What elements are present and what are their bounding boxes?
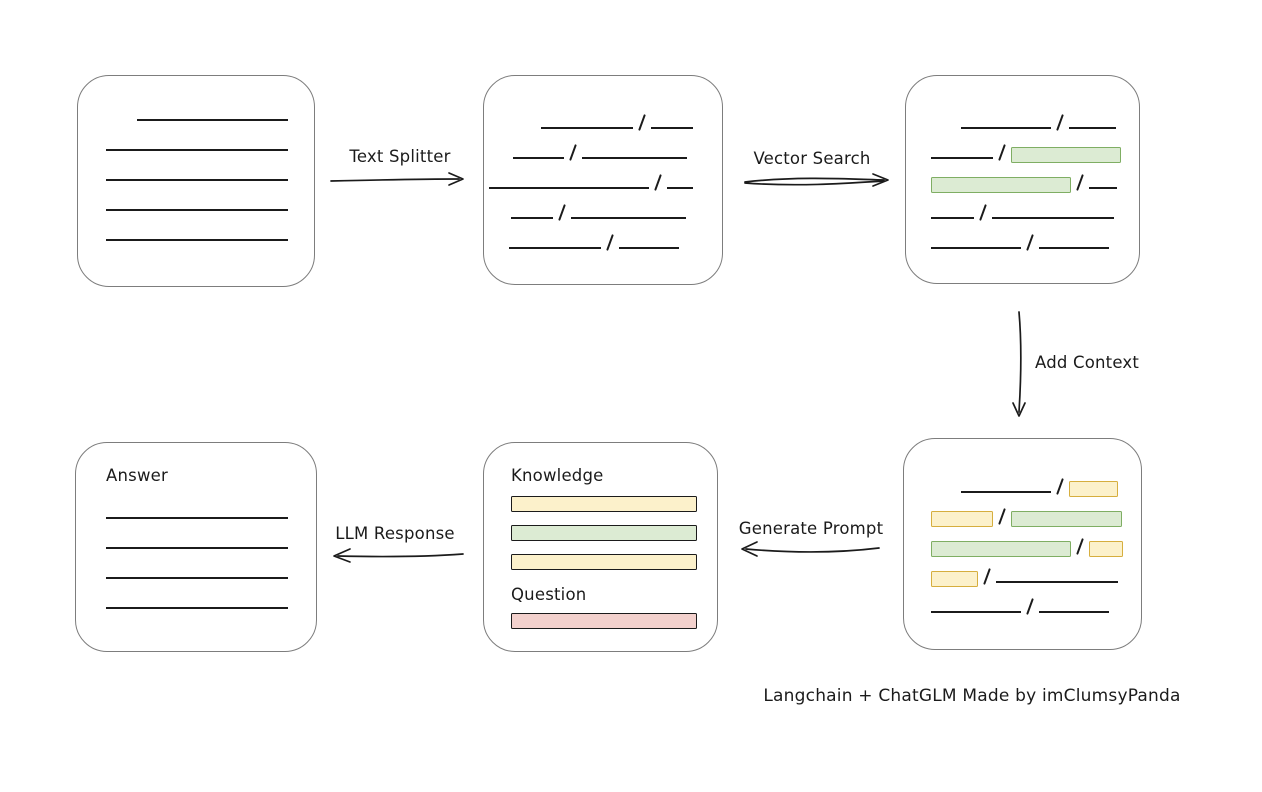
text-segment-line <box>961 127 1051 129</box>
generate-prompt-label: Generate Prompt <box>738 519 884 538</box>
text-segment-line <box>541 127 633 129</box>
text-segment-line <box>513 157 564 159</box>
text-line <box>106 211 288 241</box>
vector-search-label: Vector Search <box>753 149 871 168</box>
red-prompt-bar <box>511 613 697 629</box>
text-line <box>106 489 288 519</box>
text-segment-line <box>489 187 649 189</box>
text-line <box>137 91 288 121</box>
question-bars <box>511 613 717 629</box>
vector-matches-box <box>905 75 1140 284</box>
text-line <box>106 181 288 211</box>
chunk-row <box>904 493 1141 527</box>
text-line <box>106 549 288 579</box>
chunk-row <box>904 463 1141 497</box>
text-line <box>106 579 288 609</box>
chunk-separator-slash <box>1026 234 1034 251</box>
diagram-caption: Langchain + ChatGLM Made by imClumsyPand… <box>763 686 1181 706</box>
add-context-label: Add Context <box>1035 353 1140 372</box>
answer-lines <box>106 489 316 609</box>
text-segment-line <box>931 611 1021 613</box>
text-segment-line <box>931 157 993 159</box>
text-line <box>106 519 288 549</box>
yellow-highlight-chip <box>1089 541 1123 557</box>
text-segment-line <box>1039 611 1109 613</box>
chunk-row <box>484 219 722 251</box>
yellow-highlight-chip <box>1069 481 1118 497</box>
generate-prompt-arrow <box>741 541 880 557</box>
yellow-prompt-bar <box>511 554 697 570</box>
chunk-row <box>484 189 722 221</box>
prompt-box-content: Knowledge Question <box>484 443 717 651</box>
text-segment-line <box>996 581 1118 583</box>
text-segment-line <box>571 217 686 219</box>
answer-label: Answer <box>106 466 168 485</box>
add-context-arrow <box>1012 311 1026 417</box>
chunk-row <box>904 523 1141 557</box>
green-highlight-chip <box>931 177 1071 193</box>
text-segment-line <box>992 217 1114 219</box>
chunk-row <box>906 129 1139 163</box>
vector-search-arrow <box>744 173 889 187</box>
text-splitter-label: Text Splitter <box>349 147 451 166</box>
chunk-separator-slash <box>1026 598 1034 615</box>
text-splitter-arrow <box>330 172 464 186</box>
yellow-highlight-chip <box>931 511 993 527</box>
source-document-lines <box>78 76 314 286</box>
chunk-row <box>904 583 1141 615</box>
text-segment-line <box>1039 247 1109 249</box>
text-segment-line <box>667 187 693 189</box>
answer-box-content: Answer <box>76 443 316 651</box>
text-segment-line <box>651 127 693 129</box>
vector-matches-rows <box>906 76 1139 283</box>
green-prompt-bar <box>511 525 697 541</box>
llm-response-label: LLM Response <box>335 524 455 543</box>
chunk-row <box>906 99 1139 131</box>
text-segment-line <box>582 157 687 159</box>
chunk-row <box>906 159 1139 193</box>
yellow-highlight-chip <box>931 571 978 587</box>
chunk-row <box>484 159 722 191</box>
text-segment-line <box>509 247 601 249</box>
answer-box: Answer <box>75 442 317 652</box>
text-line <box>106 151 288 181</box>
green-highlight-chip <box>1011 147 1121 163</box>
text-segment-line <box>931 217 974 219</box>
chunk-row <box>906 189 1139 221</box>
split-chunks-box <box>483 75 723 285</box>
llm-response-arrow <box>333 548 464 563</box>
chunk-row <box>484 129 722 161</box>
chunk-separator-slash <box>606 234 614 251</box>
yellow-prompt-bar <box>511 496 697 512</box>
knowledge-bars <box>511 496 717 570</box>
text-segment-line <box>1089 187 1117 189</box>
context-chunks-box <box>903 438 1142 650</box>
question-label: Question <box>511 585 587 604</box>
knowledge-label: Knowledge <box>511 466 604 485</box>
green-highlight-chip <box>931 541 1071 557</box>
context-chunks-rows <box>904 439 1141 649</box>
chunk-row <box>906 219 1139 251</box>
green-highlight-chip <box>1011 511 1122 527</box>
text-segment-line <box>511 217 553 219</box>
chunk-row <box>484 99 722 131</box>
source-document-box <box>77 75 315 287</box>
chunk-row <box>904 553 1141 587</box>
text-segment-line <box>931 247 1021 249</box>
text-segment-line <box>619 247 679 249</box>
split-chunks-rows <box>484 76 722 284</box>
prompt-box: Knowledge Question <box>483 442 718 652</box>
text-line <box>106 121 288 151</box>
text-segment-line <box>1069 127 1116 129</box>
text-segment-line <box>961 491 1051 493</box>
